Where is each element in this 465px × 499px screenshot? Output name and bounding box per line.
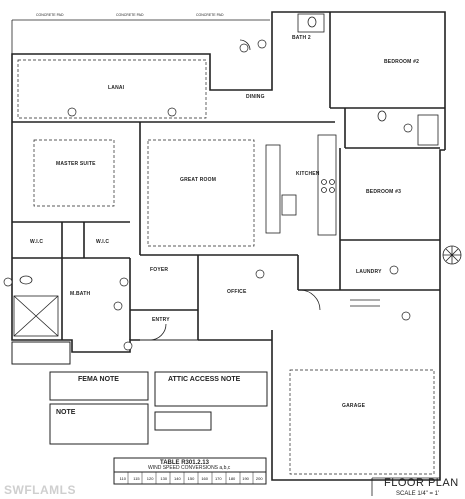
room-label-office: OFFICE xyxy=(227,289,247,295)
wind-speed-value: 160 xyxy=(201,476,208,481)
wind-speed-value: 110 xyxy=(119,476,127,481)
room-label-dining: DINING xyxy=(246,94,265,100)
wind-table-subtitle: WIND SPEED CONVERSIONS a,b,c xyxy=(148,465,231,471)
wind-speed-value: 120 xyxy=(146,476,154,481)
concrete-pad-label: CONCRETE PAD xyxy=(116,13,144,17)
room-label-master-suite: MASTER SUITE xyxy=(56,161,96,167)
wind-speed-value: 115 xyxy=(133,476,140,481)
room-label-lanai: LANAI xyxy=(108,85,125,91)
room-label-great-room: GREAT ROOM xyxy=(180,177,217,183)
wind-speed-value: 140 xyxy=(174,476,181,481)
wind-speed-value: 170 xyxy=(214,476,222,481)
room-label-kitchen: KITCHEN xyxy=(296,171,320,177)
wind-table-title: TABLE R301.2.13 xyxy=(160,460,209,466)
room-label-bath-2: BATH 2 xyxy=(292,35,311,41)
wind-speed-row: 110 115 120 130 140 150 160 170 180 190 200 xyxy=(116,476,266,484)
plan-scale: SCALE 1/4" = 1' xyxy=(396,491,440,497)
wind-speed-value: 130 xyxy=(160,476,168,481)
room-label-laundry: LAUNDRY xyxy=(356,269,382,275)
wind-speed-value: 180 xyxy=(228,476,236,481)
wind-speed-value: 150 xyxy=(187,476,195,481)
room-label-mbath: M.BATH xyxy=(70,291,91,297)
watermark-logo: SWFLAMLS xyxy=(4,483,76,497)
fema-note-title: FEMA NOTE xyxy=(78,376,119,383)
room-label-entry: ENTRY xyxy=(152,317,170,323)
general-note-title: NOTE xyxy=(56,409,76,416)
room-label-garage: GARAGE xyxy=(342,403,366,409)
room-label-wic-2: W.I.C xyxy=(96,239,110,245)
room-label-bedroom-3: BEDROOM #3 xyxy=(366,189,402,195)
plan-title: FLOOR PLAN xyxy=(384,477,459,489)
concrete-pad-label: CONCRETE PAD xyxy=(36,13,64,17)
room-label-foyer: FOYER xyxy=(150,267,169,273)
room-label-bedroom-2: BEDROOM #2 xyxy=(384,59,420,65)
room-label-wic-1: W.I.C xyxy=(30,239,44,245)
wind-speed-value: 190 xyxy=(242,476,249,481)
wind-speed-value: 200 xyxy=(255,476,263,481)
attic-access-note-title: ATTIC ACCESS NOTE xyxy=(168,376,241,383)
concrete-pad-label: CONCRETE PAD xyxy=(196,13,224,17)
